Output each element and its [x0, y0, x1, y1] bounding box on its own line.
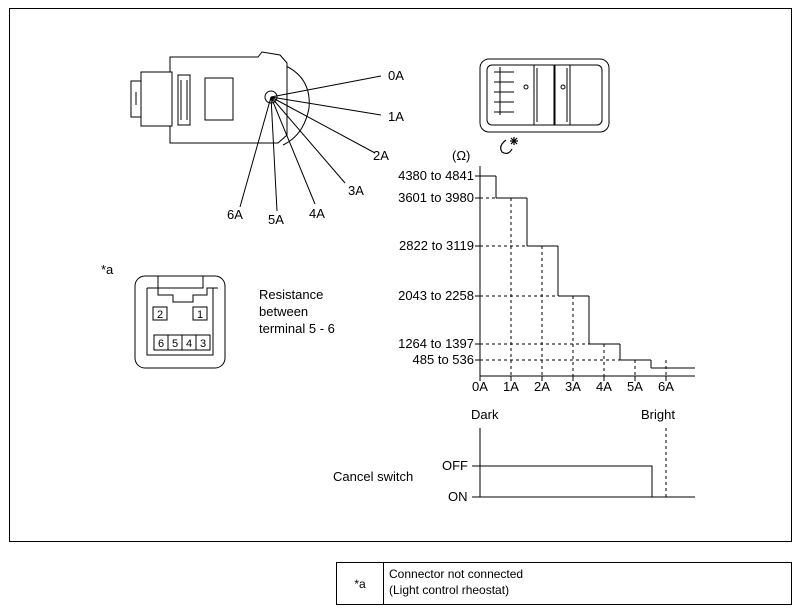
cancel-switch-chart: Dark Bright Cancel switch OFF ON [333, 407, 695, 504]
position-label-5a: 5A [268, 212, 284, 227]
bright-label: Bright [641, 407, 675, 422]
chart-guides [480, 197, 667, 376]
position-label-4a: 4A [309, 206, 325, 221]
chart-axes [475, 166, 695, 381]
position-pointer-lines [239, 75, 382, 212]
y-tick-label: 2822 to 3119 [399, 238, 474, 253]
caption-line: between [259, 304, 308, 319]
position-label-3a: 3A [348, 183, 364, 198]
chart-steps [480, 175, 695, 369]
pin-label: 6 [158, 338, 164, 350]
pin-label: 4 [186, 338, 192, 350]
position-label-0a: 0A [388, 68, 404, 83]
connector-face-illustration [134, 275, 226, 369]
off-label: OFF [442, 458, 468, 473]
legend-key: *a [337, 563, 384, 604]
legend-table: *a Connector not connected (Light contro… [336, 562, 792, 605]
cancel-switch-label: Cancel switch [333, 469, 413, 484]
connector-pin-labels: 2 1 6 5 4 3 [157, 309, 206, 350]
switch-connector-housing [140, 71, 173, 127]
pin-label: 1 [197, 309, 203, 321]
on-label: ON [448, 489, 468, 504]
x-tick-label: 3A [565, 379, 581, 394]
rheostat-dial-arc [278, 62, 310, 146]
caption-line: Resistance [259, 287, 323, 302]
y-tick-label: 485 to 536 [413, 352, 474, 367]
brightness-symbol-icon [500, 137, 518, 155]
position-label-2a: 2A [373, 148, 389, 163]
x-tick-label: 6A [658, 379, 674, 394]
y-tick-label: 2043 to 2258 [398, 288, 474, 303]
dark-label: Dark [471, 407, 499, 422]
x-tick-label: 4A [596, 379, 612, 394]
connector-outer-shell [134, 275, 226, 369]
resistance-caption: Resistance between terminal 5 - 6 [259, 287, 335, 336]
y-tick-label: 1264 to 1397 [398, 336, 474, 351]
x-tick-label: 2A [534, 379, 550, 394]
pin-label: 2 [157, 309, 163, 321]
rheostat-top-view [479, 58, 610, 133]
x-tick-label: 0A [472, 379, 488, 394]
y-tick-label: 4380 to 4841 [398, 168, 474, 183]
chart-x-tick-labels: 0A 1A 2A 3A 4A 5A 6A [472, 379, 674, 394]
x-tick-label: 1A [503, 379, 519, 394]
resistance-step-chart: (Ω) 4380 to 4841 3601 to 3980 2822 to 3119… [398, 148, 695, 394]
y-tick-label: 3601 to 3980 [398, 190, 474, 205]
x-tick-label: 5A [627, 379, 643, 394]
connector-note-label: *a [101, 262, 114, 277]
pin-label: 3 [200, 338, 206, 350]
connector-lock-tab [157, 275, 204, 289]
legend-description: Connector not connected (Light control r… [384, 563, 523, 604]
legend-line-2: (Light control rheostat) [389, 583, 510, 597]
legend-line-1: Connector not connected [389, 567, 524, 581]
chart-unit-label: (Ω) [452, 148, 470, 163]
diagram-frame [9, 8, 792, 542]
connector-inner-outline [147, 287, 218, 303]
chart-y-tick-labels: 4380 to 4841 3601 to 3980 2822 to 3119 2043… [398, 168, 474, 367]
position-label-6a: 6A [227, 207, 243, 222]
position-label-1a: 1A [388, 109, 404, 124]
cancel-switch-trace [480, 465, 695, 498]
pin-label: 5 [172, 338, 178, 350]
diagram-canvas: 0A 1A 2A 3A 4A 5A 6A *a [101, 51, 695, 504]
caption-line: terminal 5 - 6 [259, 321, 335, 336]
position-labels: 0A 1A 2A 3A 4A 5A 6A [227, 68, 404, 227]
